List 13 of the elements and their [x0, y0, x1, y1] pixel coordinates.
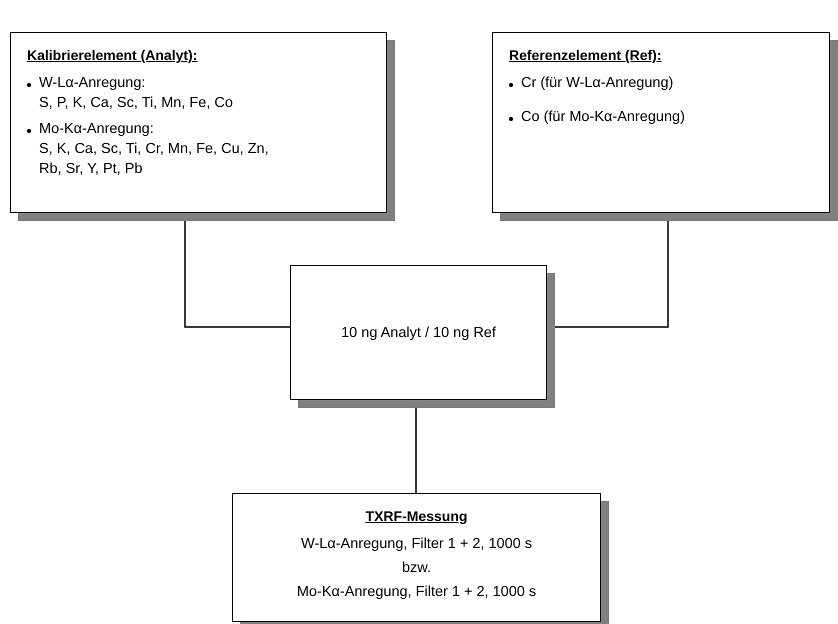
box-text: bzw.	[402, 559, 431, 578]
box-heading: TXRF-Messung	[366, 508, 468, 524]
box-text: W-Lα-Anregung, Filter 1 + 2, 1000 s	[301, 535, 532, 554]
box-text: S, K, Ca, Sc, Ti, Cr, Mn, Fe, Cu, Zn, Rb, Sr, Y, Pt, Pb	[38, 140, 270, 179]
bullet-item: Mo-Kα-Anregung:	[27, 119, 372, 139]
box-heading: Referenzelement (Ref):	[509, 47, 662, 63]
box-text: S, P, K, Ca, Sc, Ti, Mn, Fe, Co	[38, 94, 234, 113]
bullet-item: Co (für Mo-Kα-Anregung)	[509, 107, 815, 127]
box-text: 10 ng Analyt / 10 ng Ref	[341, 324, 496, 342]
bullet-item: Cr (für W-Lα-Anregung)	[509, 73, 815, 93]
box-text: Mo-Kα-Anregung, Filter 1 + 2, 1000 s	[296, 583, 536, 602]
bullet-item: W-Lα-Anregung:	[27, 73, 372, 93]
box-heading: Kalibrierelement (Analyt):	[27, 47, 198, 63]
